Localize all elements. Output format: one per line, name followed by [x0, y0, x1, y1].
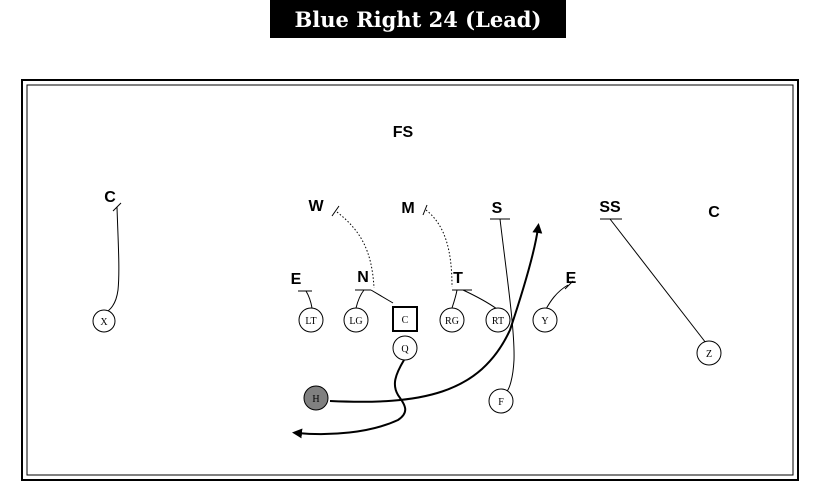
defender-c-right: C	[708, 204, 720, 221]
defender-s: S	[492, 200, 503, 217]
player-rg	[439, 307, 465, 333]
player-h-label: H	[312, 394, 319, 405]
player-z	[696, 340, 722, 366]
player-h	[303, 385, 329, 411]
player-rg-label: RG	[445, 316, 459, 327]
lead-run-path	[329, 223, 543, 403]
player-lg-label: LG	[349, 316, 362, 327]
defender-paths	[103, 206, 707, 393]
player-f-label: F	[498, 397, 504, 408]
defender-markers	[112, 202, 622, 292]
player-q	[392, 335, 418, 361]
player-f	[488, 388, 514, 414]
player-lt-label: LT	[305, 316, 316, 327]
player-rt	[485, 307, 511, 333]
defender-ss: SS	[599, 199, 621, 216]
center-block-line	[370, 289, 394, 304]
defender-m: M	[401, 200, 414, 217]
play-title: Blue Right 24 (Lead)	[270, 0, 566, 38]
player-c	[392, 306, 418, 332]
player-c-label: C	[402, 315, 409, 326]
player-x	[92, 309, 116, 333]
player-x-label: X	[100, 317, 108, 328]
field-border-inner	[26, 84, 794, 476]
player-z-label: Z	[706, 349, 712, 360]
defender-c-left: C	[104, 189, 116, 206]
defender-e-right: E	[566, 270, 577, 287]
player-q-label: Q	[401, 344, 409, 355]
defender-t: T	[453, 270, 463, 287]
player-lg	[343, 307, 369, 333]
player-rt-label: RT	[492, 316, 504, 327]
defender-fs: FS	[393, 124, 414, 141]
player-y	[532, 307, 558, 333]
qb-handoff-path	[292, 359, 407, 439]
defender-w: W	[308, 198, 324, 215]
player-lt	[298, 307, 324, 333]
offense-players: X LT LG C RG RT Y Q Z H F	[92, 306, 722, 414]
field-border-outer	[21, 79, 799, 481]
defender-e-left: E	[291, 271, 302, 288]
linebacker-read-lines	[336, 209, 453, 289]
defender-n: N	[357, 269, 369, 286]
player-y-label: Y	[541, 316, 548, 327]
